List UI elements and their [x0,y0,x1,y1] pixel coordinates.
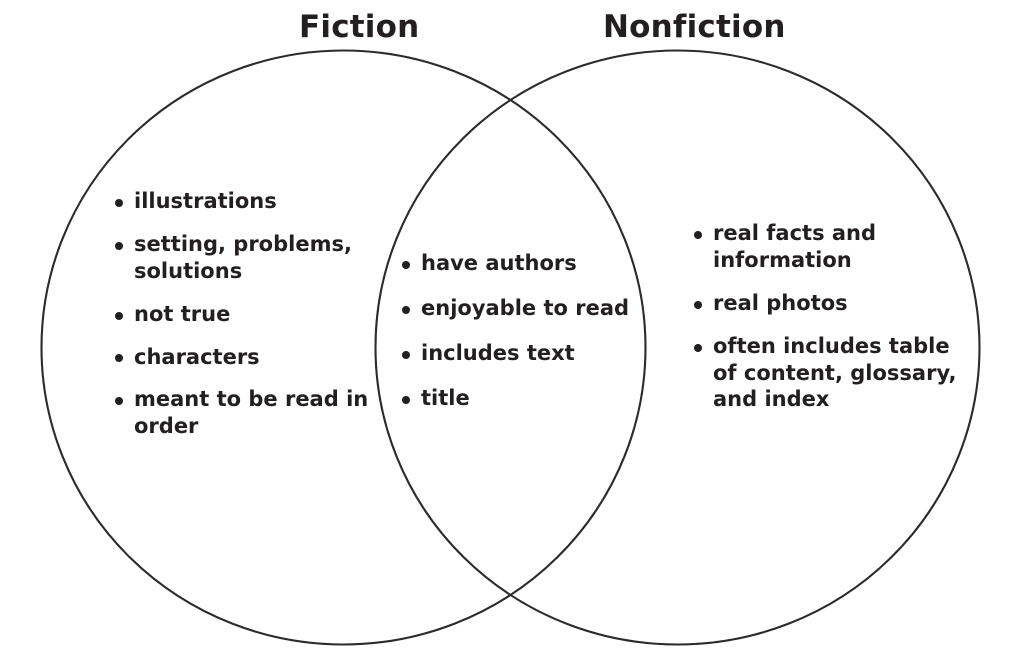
list-item: title [400,385,645,412]
list-item: often includes table of content, glossar… [692,333,957,414]
nonfiction-heading: Nonfiction [603,9,786,45]
list-item: have authors [400,250,645,277]
list-item: characters [113,344,383,371]
list-item: includes text [400,340,645,367]
fiction-item-list: illustrations setting, problems, solutio… [113,188,383,440]
list-item: meant to be read in order [113,386,383,440]
list-item: setting, problems, solutions [113,231,383,285]
nonfiction-item-list: real facts and information real photos o… [692,220,957,413]
list-item: not true [113,301,383,328]
list-item: real facts and information [692,220,957,274]
nonfiction-circle-outline [374,49,981,646]
list-item: illustrations [113,188,383,215]
fiction-circle-outline [40,49,647,646]
list-item: enjoyable to read [400,295,645,322]
list-item: real photos [692,290,957,317]
shared-item-list: have authors enjoyable to read includes … [400,250,645,430]
fiction-heading: Fiction [299,9,420,45]
